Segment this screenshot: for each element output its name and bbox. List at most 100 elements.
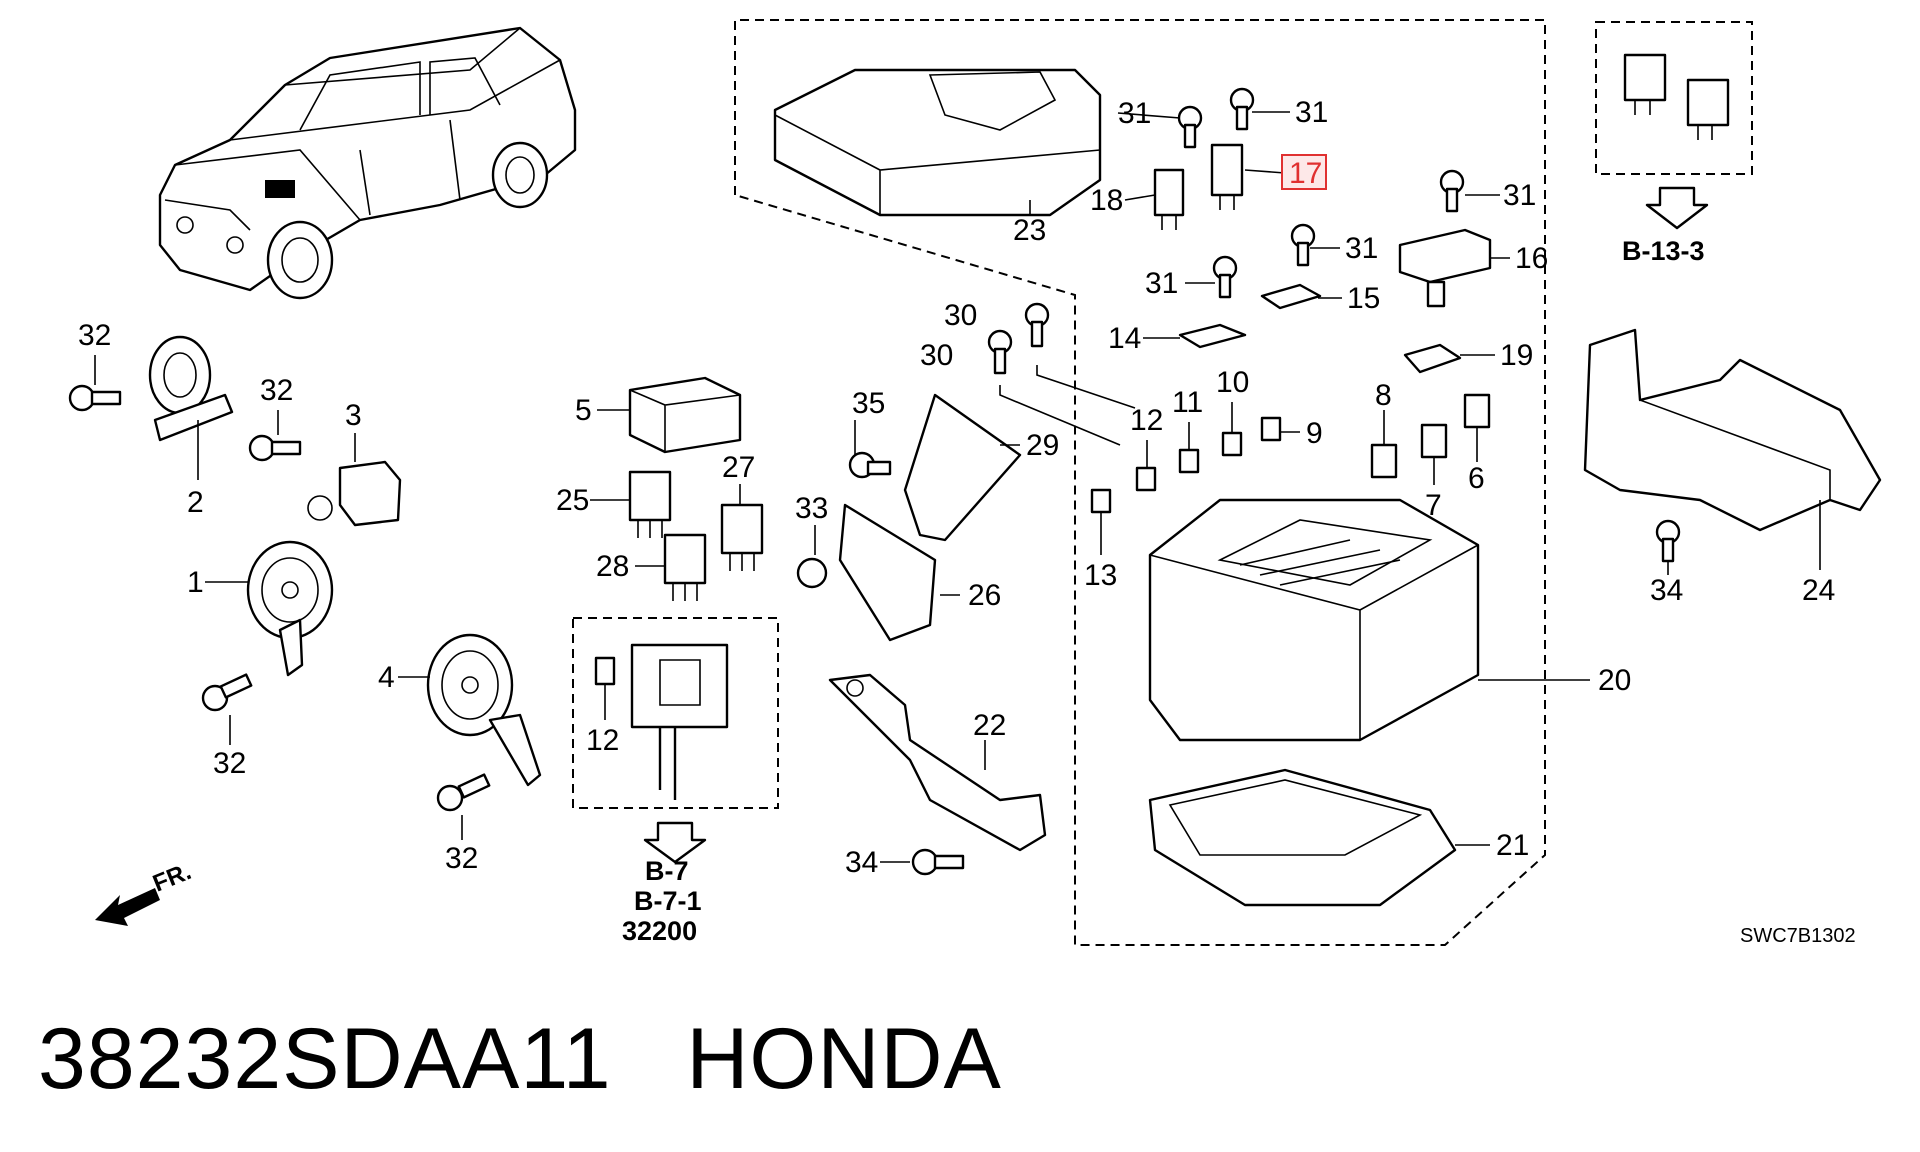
horn-high-bracket xyxy=(148,335,234,442)
callout-34-a: 34 xyxy=(845,846,878,879)
callout-19: 19 xyxy=(1500,339,1533,372)
nut-33 xyxy=(796,557,828,589)
bolt-30-b xyxy=(987,329,1013,375)
mini-fuse-9 xyxy=(1260,416,1282,442)
horn-1 xyxy=(246,540,334,677)
callout-22: 22 xyxy=(973,709,1006,742)
callout-30-a: 30 xyxy=(944,299,977,332)
callout-14: 14 xyxy=(1108,322,1141,355)
bracket-24 xyxy=(1583,328,1882,532)
mini-fuse-10 xyxy=(1221,431,1243,457)
fuse-7 xyxy=(1420,423,1448,459)
connector-26 xyxy=(838,503,937,642)
relay-27 xyxy=(720,503,764,571)
part-number: 38232SDAA11 xyxy=(38,1011,612,1107)
clip-14 xyxy=(1178,323,1247,349)
callout-31-b: 31 xyxy=(1295,96,1328,129)
bolt-32-b xyxy=(248,434,302,462)
front-direction-arrow: FR. xyxy=(95,858,195,926)
fuse-18 xyxy=(1153,168,1185,230)
callout-13: 13 xyxy=(1084,559,1117,592)
callout-31-a: 31 xyxy=(1118,97,1151,130)
ref-arrow-b-13-3 xyxy=(1645,186,1709,230)
bolt-35 xyxy=(848,451,892,479)
callout-26: 26 xyxy=(968,579,1001,612)
callout-31-d: 31 xyxy=(1345,232,1378,265)
connector-inset-outline xyxy=(572,617,779,809)
brand-name: HONDA xyxy=(686,1011,1002,1107)
leader-lines xyxy=(94,111,1821,863)
callout-31-e: 31 xyxy=(1145,267,1178,300)
callout-12-b: 12 xyxy=(586,724,619,757)
callout-24: 24 xyxy=(1802,574,1835,607)
callout-29: 29 xyxy=(1026,429,1059,462)
ref-arrow-b-7 xyxy=(643,821,707,864)
callout-10: 10 xyxy=(1216,366,1249,399)
callout-17: 17 xyxy=(1289,157,1322,190)
part-number-caption: 38232SDAA11 HONDA xyxy=(38,1010,1002,1109)
callout-2: 2 xyxy=(187,486,204,519)
relay-28 xyxy=(663,533,707,601)
callout-25: 25 xyxy=(556,484,589,517)
callout-27: 27 xyxy=(722,451,755,484)
clip-19 xyxy=(1403,343,1462,374)
horn-4 xyxy=(426,633,542,787)
relay-25 xyxy=(628,470,672,538)
callout-33: 33 xyxy=(795,492,828,525)
callout-12-a: 12 xyxy=(1130,404,1163,437)
callout-1: 1 xyxy=(187,566,204,599)
bracket-3 xyxy=(307,460,402,527)
relay-inset-outline xyxy=(1595,21,1753,175)
bracket-22 xyxy=(828,673,1047,852)
clip-15 xyxy=(1260,283,1322,310)
section-ref-b-7-1: B-7-1 xyxy=(634,886,702,916)
svg-text:FR.: FR. xyxy=(149,858,195,898)
fuse-holder-16 xyxy=(1398,228,1492,308)
callout-18: 18 xyxy=(1090,184,1123,217)
callout-32-a: 32 xyxy=(78,319,111,352)
fuse-box-lower-cover-21 xyxy=(1148,768,1457,907)
vehicle-illustration xyxy=(158,26,577,300)
bolt-30-a xyxy=(1024,302,1050,348)
section-ref-32200: 32200 xyxy=(622,916,697,946)
callout-7: 7 xyxy=(1425,489,1442,522)
bracket-29 xyxy=(903,393,1022,542)
callout-8: 8 xyxy=(1375,379,1392,412)
callout-21: 21 xyxy=(1496,829,1529,862)
callout-34-b: 34 xyxy=(1650,574,1683,607)
fuse-box-20 xyxy=(1148,498,1480,742)
callout-labels: 1 2 3 4 5 6 7 8 9 10 11 12 12 13 14 15 1… xyxy=(78,96,1835,879)
callout-30-b: 30 xyxy=(920,339,953,372)
bolt-31-a xyxy=(1177,105,1203,149)
fuse-box-group-outline xyxy=(734,19,1546,946)
relay-inset-items xyxy=(1623,53,1730,140)
bolt-31-e xyxy=(1212,255,1238,299)
diagram-code: SWC7B1302 xyxy=(1740,925,1856,947)
callout-3: 3 xyxy=(345,399,362,432)
callout-32-d: 32 xyxy=(445,842,478,875)
bolt-31-d xyxy=(1290,223,1316,267)
mini-fuse-13 xyxy=(1090,488,1112,514)
callout-15: 15 xyxy=(1347,282,1380,315)
section-ref-b-13-3: B-13-3 xyxy=(1622,236,1705,266)
bolt-32-a xyxy=(68,384,122,412)
callout-9: 9 xyxy=(1306,417,1323,450)
highlight-box-17 xyxy=(1281,154,1327,190)
section-ref-b-7: B-7 xyxy=(645,856,689,886)
bolt-34-a xyxy=(911,848,965,876)
fuse-8 xyxy=(1370,443,1398,479)
callout-6: 6 xyxy=(1468,462,1485,495)
fuse-box-cover-23 xyxy=(773,68,1102,217)
relay-cover-5 xyxy=(628,376,742,454)
callout-32-b: 32 xyxy=(260,374,293,407)
callout-32-c: 32 xyxy=(213,747,246,780)
bolt-32-d xyxy=(436,773,491,812)
callout-16: 16 xyxy=(1515,242,1548,275)
callout-5: 5 xyxy=(575,394,592,427)
callout-4: 4 xyxy=(378,661,395,694)
callout-11: 11 xyxy=(1172,386,1203,419)
connector-harness xyxy=(594,643,729,800)
callout-35: 35 xyxy=(852,387,885,420)
mini-fuse-11 xyxy=(1178,448,1200,474)
